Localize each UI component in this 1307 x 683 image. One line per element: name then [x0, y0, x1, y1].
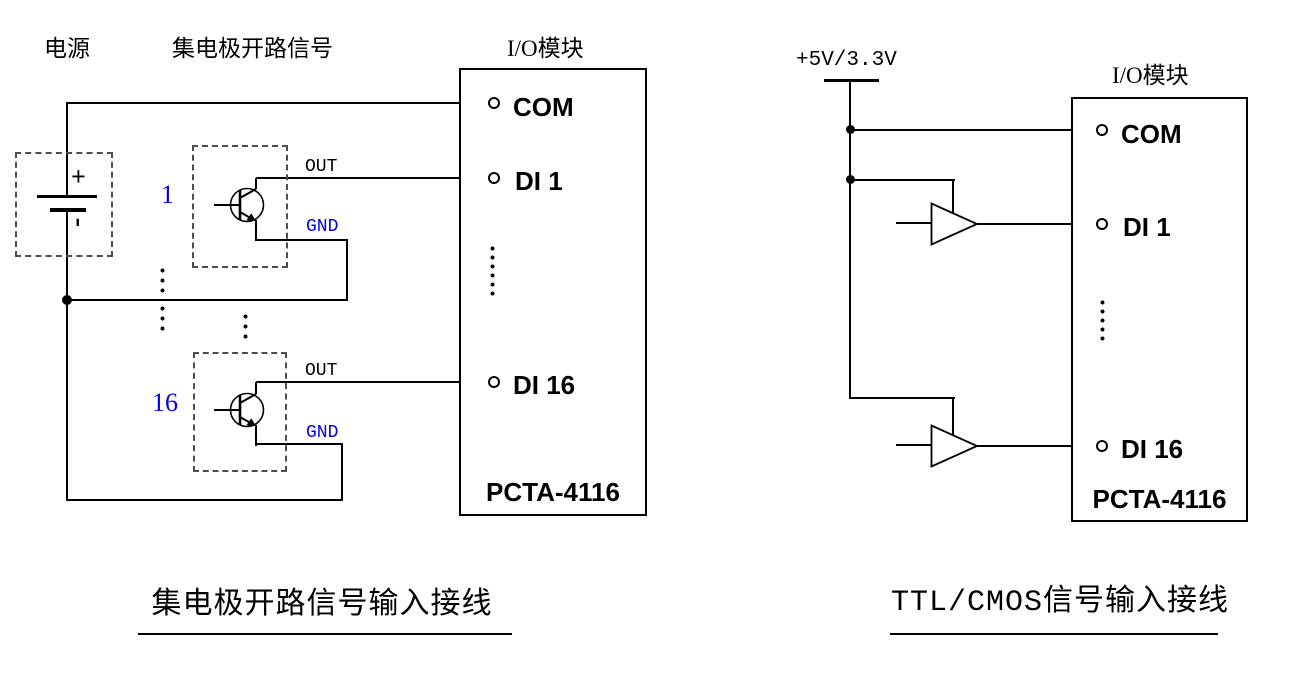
- left-caption: 集电极开路信号输入接线: [151, 587, 493, 620]
- supply-rail-bar: [824, 79, 879, 82]
- left-signal-title: 集电极开路信号: [172, 36, 333, 61]
- right-com-terminal: [1096, 124, 1108, 136]
- battery-dashed-box: [15, 152, 113, 257]
- channel-16-label: 16: [152, 388, 178, 417]
- buffer1-power-wire-vertical: [952, 179, 954, 216]
- buffer-triangle-16: [930, 424, 980, 468]
- gnd16-label: GND: [306, 423, 339, 443]
- right-model-label: PCTA-4116: [1092, 484, 1227, 514]
- left-power-title: 电源: [44, 36, 90, 61]
- ellipsis-dots: [243, 314, 248, 341]
- left-caption-underline: [138, 633, 512, 635]
- right-junction-dot-com: [846, 125, 855, 134]
- transistor1-dashed-box: [192, 145, 288, 268]
- buffer16-input-stub: [896, 444, 932, 446]
- gnd-return-mid-wire: [67, 299, 348, 301]
- buffer16-output-wire: [977, 445, 1097, 447]
- buffer16-power-wire-vertical: [952, 397, 954, 436]
- gnd1-label: GND: [306, 217, 339, 237]
- left-model-label: PCTA-4116: [486, 477, 620, 507]
- right-com-wire: [850, 129, 1097, 131]
- buffer1-power-wire-horizontal: [850, 179, 955, 181]
- left-power-vertical-wire-lower: [66, 211, 68, 501]
- buffer-triangle-1: [930, 202, 980, 246]
- buffer16-power-wire-horizontal: [850, 397, 955, 399]
- left-power-vertical-wire-upper: [66, 102, 68, 196]
- left-com-terminal: [488, 97, 500, 109]
- left-com-label: COM: [513, 92, 574, 122]
- supply-voltage-label: +5V/3.3V: [796, 49, 897, 72]
- left-io-module-box: [459, 68, 647, 516]
- left-io-module-title: I/O模块: [507, 36, 584, 61]
- left-di1-label: DI 1: [515, 166, 563, 196]
- buffer1-output-wire: [977, 223, 1097, 225]
- supply-rail-vertical-wire: [849, 81, 851, 399]
- left-di16-terminal: [488, 376, 500, 388]
- channel-1-label: 1: [161, 180, 174, 209]
- right-caption: TTL/CMOS信号输入接线: [890, 586, 1230, 620]
- out1-wire: [256, 177, 488, 179]
- gnd16-wire-vertical: [341, 443, 343, 501]
- out16-label: OUT: [305, 361, 338, 381]
- gnd-return-bottom-wire: [67, 499, 343, 501]
- left-di1-terminal: [488, 172, 500, 184]
- battery-minus-sign: -: [64, 217, 96, 228]
- right-di1-label: DI 1: [1123, 212, 1171, 242]
- battery-plus-sign: +: [71, 162, 86, 191]
- right-io-module-title: I/O模块: [1112, 63, 1189, 88]
- gnd16-wire-horizontal: [256, 443, 343, 445]
- ellipsis-dots: [160, 306, 165, 332]
- gnd1-wire-horizontal: [256, 239, 348, 241]
- left-power-top-wire: [67, 102, 488, 104]
- ellipsis-dots: [160, 268, 165, 294]
- right-di16-label: DI 16: [1121, 434, 1184, 464]
- buffer1-input-stub: [896, 222, 932, 224]
- left-di16-label: DI 16: [513, 370, 576, 400]
- right-di1-terminal: [1096, 218, 1108, 230]
- left-junction-dot: [62, 295, 72, 305]
- ellipsis-dots: [490, 246, 495, 296]
- out1-label: OUT: [305, 157, 338, 177]
- battery-negative-plate: [50, 208, 86, 212]
- gnd1-wire-vertical: [346, 239, 348, 301]
- right-com-label: COM: [1121, 119, 1182, 149]
- transistor16-dashed-box: [193, 352, 287, 472]
- out16-wire: [256, 381, 488, 383]
- right-junction-dot-buffer1: [846, 175, 855, 184]
- battery-positive-plate: [37, 195, 97, 198]
- right-di16-terminal: [1096, 440, 1108, 452]
- right-caption-underline: [890, 633, 1218, 635]
- ellipsis-dots: [1100, 300, 1105, 344]
